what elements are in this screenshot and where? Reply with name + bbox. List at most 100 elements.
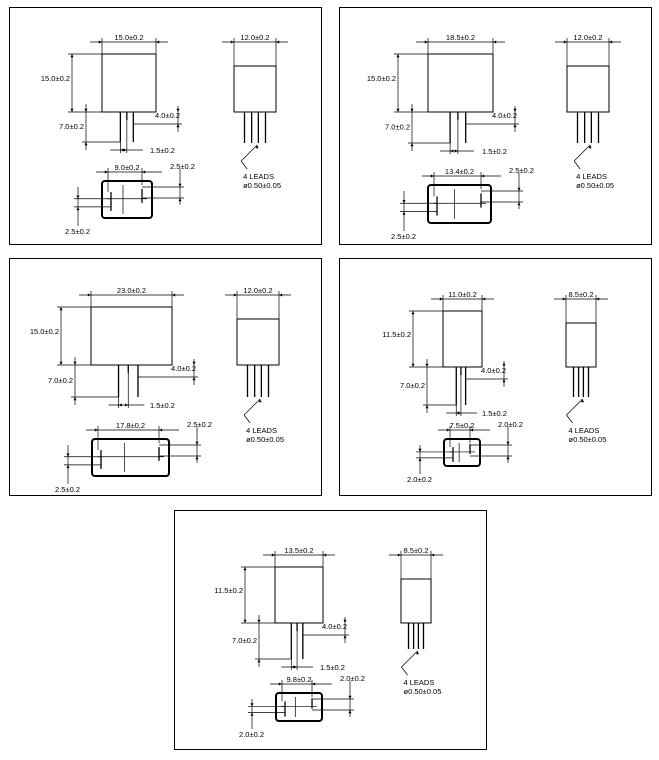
arrowhead-icon [125,403,129,407]
lead-diameter-label: ø0.50±0.05 [404,687,442,696]
dim-width-label: 23.0±0.2 [117,286,146,295]
lead-diameter-label: ø0.50±0.05 [576,181,614,190]
dim-lead-length-label: 7.0±0.2 [59,122,84,131]
dim-width-label: 15.0±0.2 [114,33,143,42]
arrowhead-icon [506,441,510,445]
dim-lead-offset-label: 4.0±0.2 [155,111,180,120]
arrowhead-icon [425,363,429,367]
dim-pad-width-label: 9.0±0.2 [115,163,140,172]
arrowhead-icon [120,148,124,152]
footprint-outline [427,184,492,224]
relay-body-front [442,310,483,368]
arrowhead-icon [271,553,275,557]
footprint-outline [443,438,481,467]
dim-lead-offset-label: 4.0±0.2 [481,366,506,375]
relay-drawing: 15.0±0.215.0±0.27.0±0.24.0±0.21.5±0.212.… [41,33,288,236]
arrowhead-icon [66,453,70,457]
arrowhead-icon [76,195,80,199]
dim-width-label: 11.0±0.2 [448,290,477,299]
arrowhead-icon [118,403,122,407]
leader-line [573,160,581,170]
arrowhead-icon [323,553,327,557]
arrowhead-icon [159,428,163,432]
leader-line [566,398,583,416]
arrowhead-icon [255,145,259,149]
leader-line [573,144,591,162]
arrowhead-icon [258,399,262,403]
arrowhead-icon [396,54,400,58]
arrowhead-icon [411,363,415,367]
arrowhead-icon [250,703,254,707]
arrowhead-icon [418,448,422,452]
arrowhead-icon [243,619,247,623]
arrowhead-icon [70,54,74,58]
arrowhead-icon [562,297,566,301]
arrowhead-icon [513,124,517,128]
relay-body-front [90,306,173,366]
arrowhead-icon [76,206,80,211]
arrowhead-icon [396,108,400,112]
dim-pad-width-label: 17.8±0.2 [116,421,145,430]
dim-depth-label: 8.5±0.2 [404,546,429,555]
arrowhead-icon [98,40,102,44]
leads-count-label: 4 LEADS [569,426,600,435]
arrowhead-icon [84,108,88,112]
dim-pad-top-label: 2.5±0.2 [170,162,195,171]
leads-count-label: 4 LEADS [576,172,607,181]
leader-line [243,398,261,416]
dim-pad-width-label: 7.5±0.2 [450,421,475,430]
dim-height-label: 15.0±0.2 [367,74,396,83]
arrowhead-icon [418,457,422,462]
arrowhead-icon [348,710,352,714]
arrowhead-icon [493,40,497,44]
dim-depth-label: 12.0±0.2 [573,33,602,42]
dim-lead-length-label: 7.0±0.2 [385,123,410,132]
lead-diameter-label: ø0.50±0.05 [246,435,284,444]
dim-pad-width-label: 13.4±0.2 [445,167,474,176]
leads-count-label: 4 LEADS [243,172,274,181]
leads-count-label: 4 LEADS [246,426,277,435]
dim-height-label: 11.5±0.2 [214,586,243,595]
arrowhead-icon [192,361,196,365]
leader-line [566,414,573,424]
arrowhead-icon [482,297,486,301]
drawing-group: 15.0±0.215.0±0.27.0±0.24.0±0.21.5±0.212.… [41,33,288,236]
relay-drawing: 18.5±0.2 15.0±0.2 7.0±0.2 4.0±0.2 1.5±0.2 12.… [367,33,621,241]
arrowhead-icon [397,553,401,557]
footprint-outline [101,180,153,219]
arrowhead-icon [416,651,419,655]
dim-pad-bottom-label: 2.0±0.2 [239,730,264,739]
dim-lead-offset-label: 4.0±0.2 [492,111,517,120]
arrowhead-icon [502,363,506,367]
footprint-outline [275,692,323,722]
arrowhead-icon [348,695,352,699]
relay-body-side [233,65,277,113]
arrowhead-icon [502,379,506,383]
arrowhead-icon [410,143,414,147]
dim-pad-width-label: 9.8±0.2 [287,675,312,684]
arrowhead-icon [506,456,510,460]
leader-line [401,650,418,668]
dim-lead-offset-label: 4.0±0.2 [171,364,196,373]
drawing-group: 23.0±0.215.0±0.27.0±0.24.0±0.21.5±0.212.… [30,286,291,494]
arrowhead-icon [178,198,182,202]
relay-drawing: 23.0±0.215.0±0.27.0±0.24.0±0.21.5±0.212.… [30,286,291,494]
dim-lead-pitch-label: 1.5±0.2 [482,147,507,156]
dim-lead-length-label: 7.0±0.2 [400,381,425,390]
arrowhead-icon [156,40,160,44]
dim-pad-top-label: 2.5±0.2 [509,166,534,175]
lead-diameter-label: ø0.50±0.05 [243,181,281,190]
leads-count-label: 4 LEADS [404,678,435,687]
arrowhead-icon [195,441,199,445]
arrowhead-icon [343,619,347,623]
dim-lead-pitch-label: 1.5±0.2 [320,663,345,672]
dim-pad-bottom-label: 2.5±0.2 [65,227,90,236]
dim-lead-pitch-label: 1.5±0.2 [150,401,175,410]
arrowhead-icon [195,456,199,460]
arrowhead-icon [439,297,443,301]
arrowhead-icon [279,293,283,297]
arrowhead-icon [450,149,454,153]
lead-diameter-label: ø0.50±0.05 [569,435,607,444]
dim-width-label: 18.5±0.2 [446,33,475,42]
